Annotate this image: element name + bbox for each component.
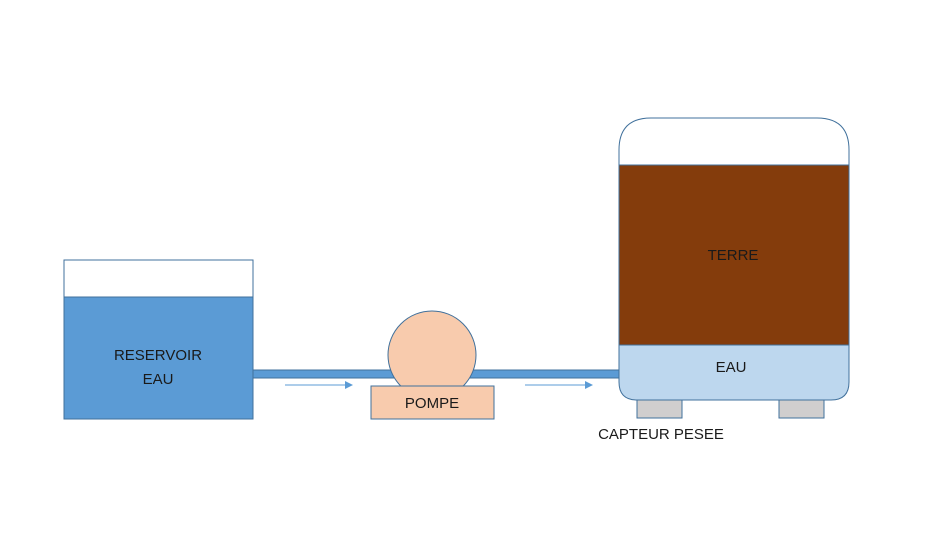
pipe-reservoir-to-pump <box>252 369 398 379</box>
pump-base <box>370 385 495 420</box>
water-reservoir: RESERVOIR EAU <box>63 259 254 420</box>
tank-top <box>618 117 850 166</box>
pump-label: POMPE <box>405 395 459 412</box>
reservoir-label-line1: RESERVOIR <box>114 347 202 364</box>
sensor-label: CAPTEUR PESEE <box>598 426 724 443</box>
tank-soil <box>618 164 850 346</box>
reservoir-label-line2: EAU <box>143 371 174 388</box>
reservoir-water <box>63 296 254 420</box>
sensor-foot-left <box>636 398 683 419</box>
pipe-pump-to-tank <box>469 369 620 379</box>
tank-water-label: EAU <box>716 359 747 376</box>
tank-soil-label: TERRE <box>708 247 759 264</box>
pump: POMPE <box>370 310 495 420</box>
tank-water <box>618 344 850 401</box>
soil-tank: TERRE EAU <box>618 117 850 401</box>
sensor-foot-right <box>778 398 825 419</box>
